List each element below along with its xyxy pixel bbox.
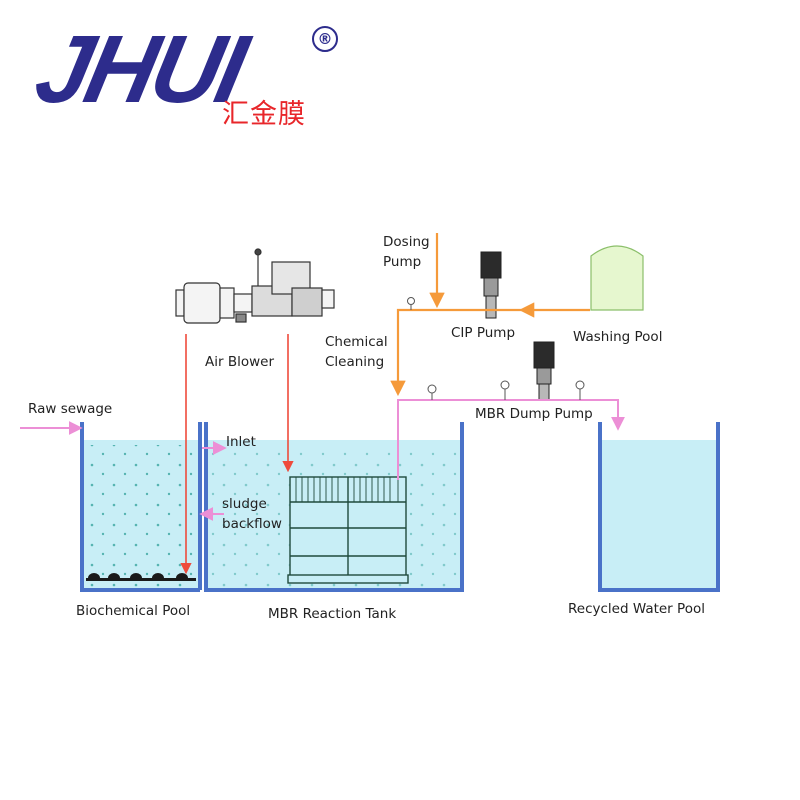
registered-mark: ® [312, 26, 338, 52]
mbr-membrane-module [287, 476, 409, 584]
mbr-tank-walls [204, 422, 464, 592]
label-mbr-dump-pump: MBR Dump Pump [475, 406, 593, 422]
label-sludge-backflow-line1: sludge [222, 496, 267, 512]
label-mbr-reaction-tank: MBR Reaction Tank [268, 606, 396, 622]
label-washing-pool: Washing Pool [573, 329, 662, 345]
label-chemical-cleaning-line2: Cleaning [325, 354, 384, 370]
pipe-gauges [407, 297, 585, 400]
label-inlet: Inlet [226, 434, 256, 450]
label-cip-pump: CIP Pump [451, 325, 515, 341]
mbr-dump-pump-machine [533, 341, 555, 401]
label-sludge-backflow-line2: backflow [222, 516, 282, 532]
recycled-pool-water [602, 440, 716, 588]
cip-pump-machine [480, 251, 502, 319]
brand-logo: JHUI ® 汇金膜 [0, 0, 360, 140]
water-lines [20, 399, 625, 521]
air-blower-machine [175, 248, 335, 324]
label-raw-sewage: Raw sewage [28, 401, 112, 417]
aerator-diffusers [86, 573, 196, 581]
label-air-blower: Air Blower [205, 354, 274, 370]
biochemical-pool-walls [80, 422, 202, 592]
washing-pool-tank [590, 245, 644, 311]
label-biochemical-pool: Biochemical Pool [76, 603, 190, 619]
chemical-cleaning-lines [390, 233, 590, 397]
label-dosing-pump-line1: Dosing [383, 234, 430, 250]
logo-chinese-name: 汇金膜 [222, 99, 306, 130]
air-lines [180, 334, 294, 575]
label-chemical-cleaning-line1: Chemical [325, 334, 388, 350]
recycled-pool-walls [598, 422, 720, 592]
label-recycled-water-pool: Recycled Water Pool [568, 601, 705, 617]
label-dosing-pump-line2: Pump [383, 254, 421, 270]
